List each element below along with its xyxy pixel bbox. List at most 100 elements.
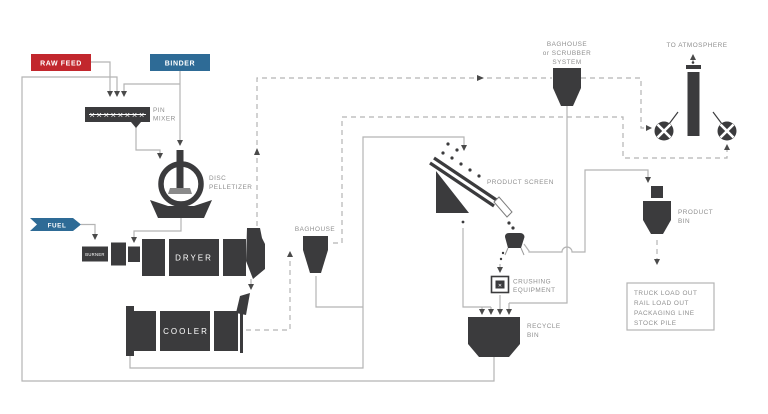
right-fan-blade-2 <box>719 123 735 139</box>
left-fan-blade-2 <box>656 123 672 139</box>
load-out-box <box>626 282 715 331</box>
fuel-banner <box>30 218 81 231</box>
burner-label: BURNER <box>85 252 104 257</box>
stack-body <box>687 72 700 136</box>
screen-product-hopper <box>505 233 525 248</box>
line-scrubber-discharge <box>509 106 568 304</box>
load-out-node: TRUCK LOAD OUT RAIL LOAD OUT PACKAGING L… <box>626 282 715 331</box>
dash-dryer-exhaust <box>256 77 552 226</box>
solid-connectors <box>21 61 651 382</box>
scrubber-label-3: SYSTEM <box>552 59 581 66</box>
cooler-tire-1 <box>156 307 160 355</box>
screen-deck-upper <box>433 156 499 203</box>
line-rawfeed-to-mixer <box>91 61 113 97</box>
cooler-node: COOLER <box>126 293 250 356</box>
crusher-core <box>495 280 505 289</box>
arrowhead-up-exhaust <box>254 148 260 155</box>
hopper-leg-right <box>520 247 525 256</box>
scrubber-node: BAGHOUSE or SCRUBBER SYSTEM <box>543 41 591 106</box>
pelletizer-label-2: PELLETIZER <box>209 184 252 191</box>
line-baghouse-fines <box>315 276 363 308</box>
scrubber-label-2: or SCRUBBER <box>543 50 591 57</box>
oversize-dot-1 <box>501 251 505 255</box>
raw-feed-label: RAW FEED <box>40 61 82 68</box>
cooler-inlet-chute <box>236 293 250 315</box>
pelletizer-base <box>150 200 212 218</box>
screen-deck-lower <box>429 161 495 208</box>
fuel-node: FUEL <box>30 218 81 231</box>
atmosphere-node: TO ATMOSPHERE <box>654 42 737 141</box>
pin-mixer-node: ✕✕✕✕✕✕✕✕ PIN MIXER <box>85 107 176 128</box>
product-bin-node: PRODUCT BIN <box>643 186 713 234</box>
right-fan-icon <box>712 111 737 141</box>
cooler-label: COOLER <box>163 327 209 336</box>
arrowhead-into-scrubber <box>477 75 484 81</box>
product-screen-label: PRODUCT SCREEN <box>487 179 554 186</box>
dryer-feed-connector <box>128 246 140 262</box>
pin-mixer-label-1: PIN <box>153 107 165 114</box>
screen-material-dots <box>441 142 515 230</box>
cooler-right-plate <box>240 309 243 353</box>
oversize-dot-2 <box>499 257 503 261</box>
stack-outlet-dot <box>691 61 695 64</box>
cooler-tire-2 <box>210 307 214 355</box>
load-out-line-4: STOCK PILE <box>634 320 677 327</box>
cooler-end-plate <box>126 306 134 356</box>
line-binder-to-mixer <box>121 83 180 97</box>
crusher-glyph: ✕ <box>498 283 502 289</box>
dash-baghouse-to-fan <box>333 116 730 244</box>
line-mixer-to-pelletizer <box>135 127 163 159</box>
dryer-combustion-chamber <box>111 242 126 266</box>
fuel-label: FUEL <box>48 222 67 229</box>
dryer-tire-1 <box>165 236 169 280</box>
pelletizer-label-1: DISC <box>209 175 226 182</box>
product-bin-body <box>643 201 671 234</box>
dashed-connectors <box>246 75 730 331</box>
pelletizer-feed-pipe <box>176 150 184 188</box>
crusher-label-2: EQUIPMENT <box>513 287 556 294</box>
line-cooler-to-screen <box>129 136 467 369</box>
load-out-line-3: PACKAGING LINE <box>634 310 695 317</box>
screen-material-pile <box>436 171 469 213</box>
binder-node: BINDER <box>150 54 210 71</box>
product-bin-label-2: BIN <box>678 218 690 225</box>
line-pelletizer-to-dryer <box>131 218 182 243</box>
left-fan-icon <box>654 111 679 141</box>
hopper-leg-left <box>504 247 509 256</box>
burner-body <box>82 246 108 262</box>
pelletizer-scraper <box>168 188 192 194</box>
pin-mixer-pins: ✕✕✕✕✕✕✕✕ <box>89 113 146 120</box>
scrubber-hopper <box>553 68 581 106</box>
screen-discharge-chute <box>493 196 513 218</box>
to-atmosphere-label: TO ATMOSPHERE <box>667 42 728 49</box>
dryer-node: BURNER DRYER <box>82 228 265 280</box>
recycle-bin-label-2: BIN <box>527 332 539 339</box>
binder-box <box>150 54 210 71</box>
recycle-bin-label-1: RECYCLE <box>527 323 561 330</box>
binder-label: BINDER <box>165 61 195 68</box>
pin-mixer-discharge <box>131 122 141 128</box>
left-fan-support <box>668 111 679 125</box>
dryer-drum <box>142 239 246 276</box>
baghouse-label: BAGHOUSE <box>295 226 335 233</box>
baghouse-hopper <box>303 236 328 273</box>
load-out-line-1: TRUCK LOAD OUT <box>634 290 697 297</box>
pin-mixer-label-2: MIXER <box>153 116 176 123</box>
scrubber-label-1: BAGHOUSE <box>547 41 587 48</box>
dryer-discharge-hood <box>246 228 265 279</box>
line-product-to-bin <box>523 169 651 253</box>
product-screen-node: PRODUCT SCREEN <box>429 142 554 273</box>
disc-pelletizer-node: DISC PELLETIZER <box>150 150 252 218</box>
product-bin-label-1: PRODUCT <box>678 209 713 216</box>
dash-scrubber-to-fan <box>581 77 652 131</box>
crusher-label-1: CRUSHING <box>513 279 551 286</box>
cooler-drum <box>134 311 238 351</box>
recycle-bin-node: RECYCLE BIN <box>468 317 561 357</box>
load-out-line-2: RAIL LOAD OUT <box>634 300 689 307</box>
line-fuel-to-burner <box>81 223 98 240</box>
line-screen-unders <box>462 228 491 308</box>
crushing-equipment-node: ✕ CRUSHING EQUIPMENT <box>490 275 556 294</box>
raw-feed-node: RAW FEED <box>31 54 91 71</box>
